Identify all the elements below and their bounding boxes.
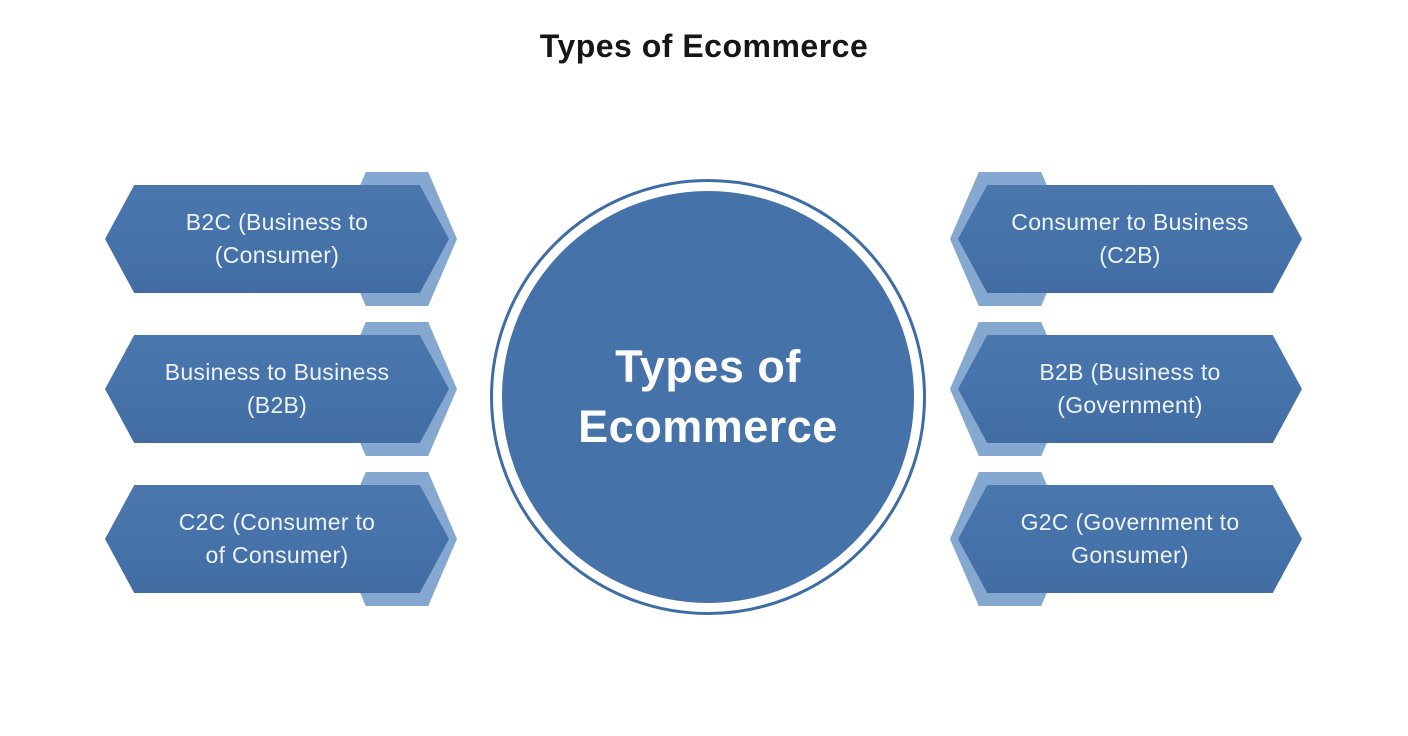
hex-label-b2c: B2C (Business to (Consumer) xyxy=(186,206,369,272)
center-circle: Types of Ecommerce xyxy=(502,191,914,603)
page-title: Types of Ecommerce xyxy=(539,28,869,64)
hex-item-c2b: Consumer to Business (C2B) xyxy=(950,172,1302,306)
hex-shape: C2C (Consumer to of Consumer) xyxy=(105,485,449,593)
hex-shape: Consumer to Business (C2B) xyxy=(958,185,1302,293)
hex-label-line2: (C2B) xyxy=(1099,242,1161,268)
center-circle-ring: Types of Ecommerce xyxy=(490,179,926,615)
hex-label-line2: (Consumer) xyxy=(214,242,340,268)
hex-label-c2c: C2C (Consumer to of Consumer) xyxy=(179,506,376,572)
hex-shape: Business to Business (B2B) xyxy=(105,335,449,443)
center-label-line1: Types of xyxy=(615,341,801,392)
center-circle-label: Types of Ecommerce xyxy=(578,337,838,457)
center-label-line2: Ecommerce xyxy=(578,401,838,452)
hex-label-b2g: B2B (Business to (Government) xyxy=(1039,356,1220,422)
hex-label-c2b: Consumer to Business (C2B) xyxy=(1011,206,1248,272)
hex-label-g2c: G2C (Government to Gonsumer) xyxy=(1021,506,1240,572)
hex-label-line1: Consumer to Business xyxy=(1011,209,1249,235)
hex-item-g2c: G2C (Government to Gonsumer) xyxy=(950,472,1302,606)
hex-shape: G2C (Government to Gonsumer) xyxy=(958,485,1302,593)
hex-label-line1: B2B (Business to xyxy=(1039,359,1221,385)
hex-label-line1: B2C (Business to xyxy=(185,209,369,235)
hex-label-line2: (Government) xyxy=(1057,392,1203,418)
hex-label-line1: G2C (Government to xyxy=(1020,509,1240,535)
hex-item-c2c: C2C (Consumer to of Consumer) xyxy=(105,472,457,606)
hex-item-b2c: B2C (Business to (Consumer) xyxy=(105,172,457,306)
hex-label-b2b: Business to Business (B2B) xyxy=(165,356,390,422)
hex-item-b2b: Business to Business (B2B) xyxy=(105,322,457,456)
hex-label-line1: C2C (Consumer to xyxy=(178,509,376,535)
hex-label-line1: Business to Business xyxy=(164,359,390,385)
hex-label-line2: Gonsumer) xyxy=(1071,542,1189,568)
hex-label-line2: (B2B) xyxy=(246,392,308,418)
hex-shape: B2C (Business to (Consumer) xyxy=(105,185,449,293)
hex-label-line2: of Consumer) xyxy=(205,542,349,568)
hex-item-b2g: B2B (Business to (Government) xyxy=(950,322,1302,456)
hex-shape: B2B (Business to (Government) xyxy=(958,335,1302,443)
